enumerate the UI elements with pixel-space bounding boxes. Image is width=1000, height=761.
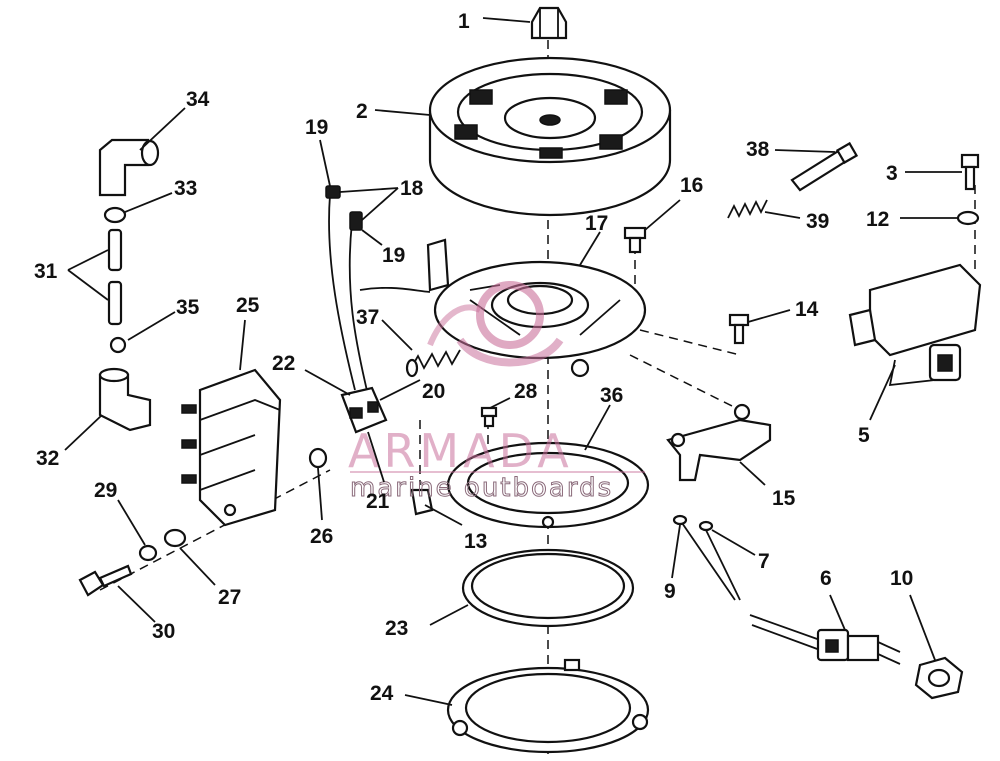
callout-19b: 19: [382, 244, 405, 267]
callout-1: 1: [458, 10, 470, 33]
support-plate: [446, 658, 650, 754]
callout-3: 3: [886, 162, 898, 185]
screw-38: [790, 141, 859, 192]
retaining-ring: [461, 548, 635, 628]
washer-27: [163, 528, 187, 548]
callout-17: 17: [585, 212, 608, 235]
fitting-35: [109, 336, 127, 354]
callout-38: 38: [746, 138, 770, 161]
callout-19a: 19: [305, 116, 328, 139]
callout-10: 10: [890, 567, 913, 590]
callout-18: 18: [400, 177, 424, 200]
sensor-6: [749, 614, 901, 665]
nut-10: [914, 656, 964, 700]
callout-15: 15: [772, 487, 796, 510]
nut-29: [138, 544, 158, 562]
wire-connector: [340, 386, 388, 434]
washer-26: [308, 447, 328, 469]
callout-14: 14: [795, 298, 819, 321]
callout-7: 7: [758, 550, 770, 573]
guide-line-30: [99, 469, 331, 591]
callout-30: 30: [152, 620, 175, 643]
callout-32: 32: [36, 447, 59, 470]
callout-12: 12: [866, 208, 889, 231]
callout-22: 22: [272, 352, 295, 375]
callout-labels: 1 2 3 12 5 6 7 9 10 13 14 15 16 17 18 19…: [34, 10, 913, 705]
callout-35: 35: [176, 296, 200, 319]
tube-31: [107, 228, 123, 326]
watermark-tagline: marine outboards: [350, 473, 613, 503]
callout-25: 25: [236, 294, 260, 317]
callout-27: 27: [218, 586, 241, 609]
clip-13: [410, 488, 434, 516]
callout-37: 37: [356, 306, 379, 329]
guide-line-15: [629, 354, 741, 411]
clamp-33: [103, 206, 127, 224]
elbow-34: [98, 138, 160, 197]
bracket-15: [666, 403, 772, 482]
screw-28: [480, 406, 498, 428]
callout-16: 16: [680, 174, 703, 197]
elbow-32: [98, 367, 152, 432]
spring-37: [405, 349, 461, 378]
callout-20: 20: [422, 380, 445, 403]
callout-24: 24: [370, 682, 394, 705]
callout-13: 13: [464, 530, 487, 553]
stator-leads: [325, 185, 431, 396]
spring-39: [727, 199, 768, 219]
callout-33: 33: [174, 177, 197, 200]
flywheel: [428, 56, 672, 217]
screw-16: [623, 226, 647, 254]
timer-base: [446, 441, 650, 529]
guide-line-14: [639, 329, 741, 356]
callout-36: 36: [600, 384, 623, 407]
callout-31: 31: [34, 260, 58, 283]
watermark-logo: ARMADA marine outboards: [348, 281, 645, 504]
watermark-brand: ARMADA: [348, 424, 573, 478]
callout-23: 23: [385, 617, 408, 640]
callout-2: 2: [356, 100, 368, 123]
callout-9: 9: [664, 580, 676, 603]
callout-29: 29: [94, 479, 117, 502]
callout-28: 28: [514, 380, 538, 403]
callout-39: 39: [806, 210, 829, 233]
rectifier: [181, 368, 282, 527]
flywheel-nut: [530, 6, 568, 40]
screw-30: [78, 564, 133, 597]
screw-14: [728, 313, 750, 345]
callout-5: 5: [858, 424, 870, 447]
callout-6: 6: [820, 567, 832, 590]
lead-7-9: [672, 514, 741, 601]
screw-3: [960, 153, 980, 191]
callout-21: 21: [366, 490, 390, 513]
callout-34: 34: [186, 88, 210, 111]
ignition-module: [848, 263, 982, 387]
leader-lines: [64, 17, 962, 706]
lockwasher-12: [956, 210, 980, 226]
callout-26: 26: [310, 525, 333, 548]
